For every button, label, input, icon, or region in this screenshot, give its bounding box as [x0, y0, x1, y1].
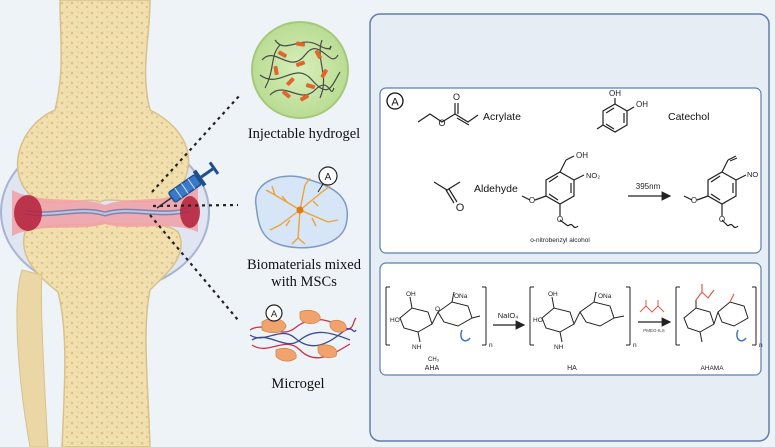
methacrylation-reagent-icon — [639, 300, 665, 313]
biomaterials-label-line2: with MSCs — [271, 274, 337, 290]
right-meniscus — [180, 196, 200, 228]
ha-ona: ONa — [598, 293, 612, 300]
knee-joint — [0, 0, 210, 447]
nitrobenzyl-label: o-nitrobenzyl alcohol — [530, 237, 590, 244]
product-linker-o: O — [719, 215, 725, 224]
product-ether-o: O — [691, 196, 697, 205]
ahama-label: AHAMA — [700, 365, 724, 372]
reagent2-label: PMEG-ILS — [643, 328, 665, 333]
acrylate-carbonyl-o: O — [453, 92, 460, 102]
syringe-icon — [156, 161, 220, 209]
nitrobenzyl-oh: OH — [576, 151, 588, 160]
tibia-bone — [22, 221, 182, 447]
ha-ho: HO — [533, 317, 543, 324]
femur-bone — [16, 0, 190, 204]
ha-label: HA — [567, 365, 577, 372]
ahama-n: n — [759, 342, 763, 349]
biomaterials-illustration: A Biomaterials mixed with MSCs — [247, 166, 362, 290]
leader-lines — [149, 94, 241, 321]
aha-nh: NH — [412, 344, 422, 351]
nitrobenzyl-structure — [521, 155, 585, 229]
marker-a-biomaterials: A — [325, 172, 332, 183]
acrylate-ester-o: O — [438, 118, 445, 128]
wavelength-label: 395nm — [636, 182, 661, 191]
nitrobenzyl-linker-o: O — [557, 215, 563, 224]
aldehyde-label: Aldehyde — [474, 183, 518, 195]
panel-b-hyaluronic-acid-reaction: OH HO ONa O NH CH₃ n AHA NaIO₄ — [379, 262, 763, 376]
panel-a-badge: A — [391, 97, 399, 109]
ahama-structure: n AHAMA — [675, 284, 763, 372]
aha-ho: HO — [390, 317, 400, 324]
catechol-oh-2: OH — [636, 100, 648, 109]
aldehyde-structure — [433, 181, 461, 204]
aha-label: AHA — [425, 365, 440, 372]
left-meniscus — [14, 195, 42, 231]
catechol-structure — [596, 98, 635, 133]
marker-a-microgel: A — [271, 309, 278, 320]
catechol-label: Catechol — [668, 111, 709, 123]
aha-n: n — [489, 342, 493, 349]
catechol-oh-1: OH — [609, 89, 621, 98]
acrylate-structure — [417, 103, 479, 126]
injectable-hydrogel-label: Injectable hydrogel — [248, 126, 360, 142]
microgel-illustration: A Microgel — [249, 304, 357, 392]
ha-n: n — [633, 342, 637, 349]
acrylate-label: Acrylate — [483, 111, 521, 123]
injectable-hydrogel-illustration: Injectable hydrogel — [248, 21, 360, 142]
aha-ch3: CH₃ — [428, 357, 440, 363]
fibula-bone — [16, 269, 49, 447]
aha-oh: OH — [406, 291, 416, 298]
biomaterials-label-line1: Biomaterials mixed — [247, 257, 362, 273]
nitroso-product-structure — [683, 155, 747, 229]
product-no: NO — [747, 170, 758, 179]
nitrobenzyl-ether-o: O — [529, 196, 535, 205]
ha-oh: OH — [548, 291, 558, 298]
oxidized-ha-structure: OH HO ONa NH n HA — [529, 286, 637, 372]
nitrobenzyl-no2: NO₂ — [586, 171, 600, 180]
ha-nh: NH — [554, 344, 564, 351]
panel-a-functional-groups: A O O Acrylate OH OH Catechol — [379, 87, 762, 254]
aha-structure: OH HO ONa O NH CH₃ n AHA — [385, 286, 493, 372]
aha-o: O — [435, 306, 440, 313]
naio4-label: NaIO₄ — [498, 311, 519, 320]
aldehyde-o: O — [456, 202, 465, 214]
aha-ona: ONa — [454, 293, 468, 300]
microgel-label: Microgel — [271, 376, 324, 392]
